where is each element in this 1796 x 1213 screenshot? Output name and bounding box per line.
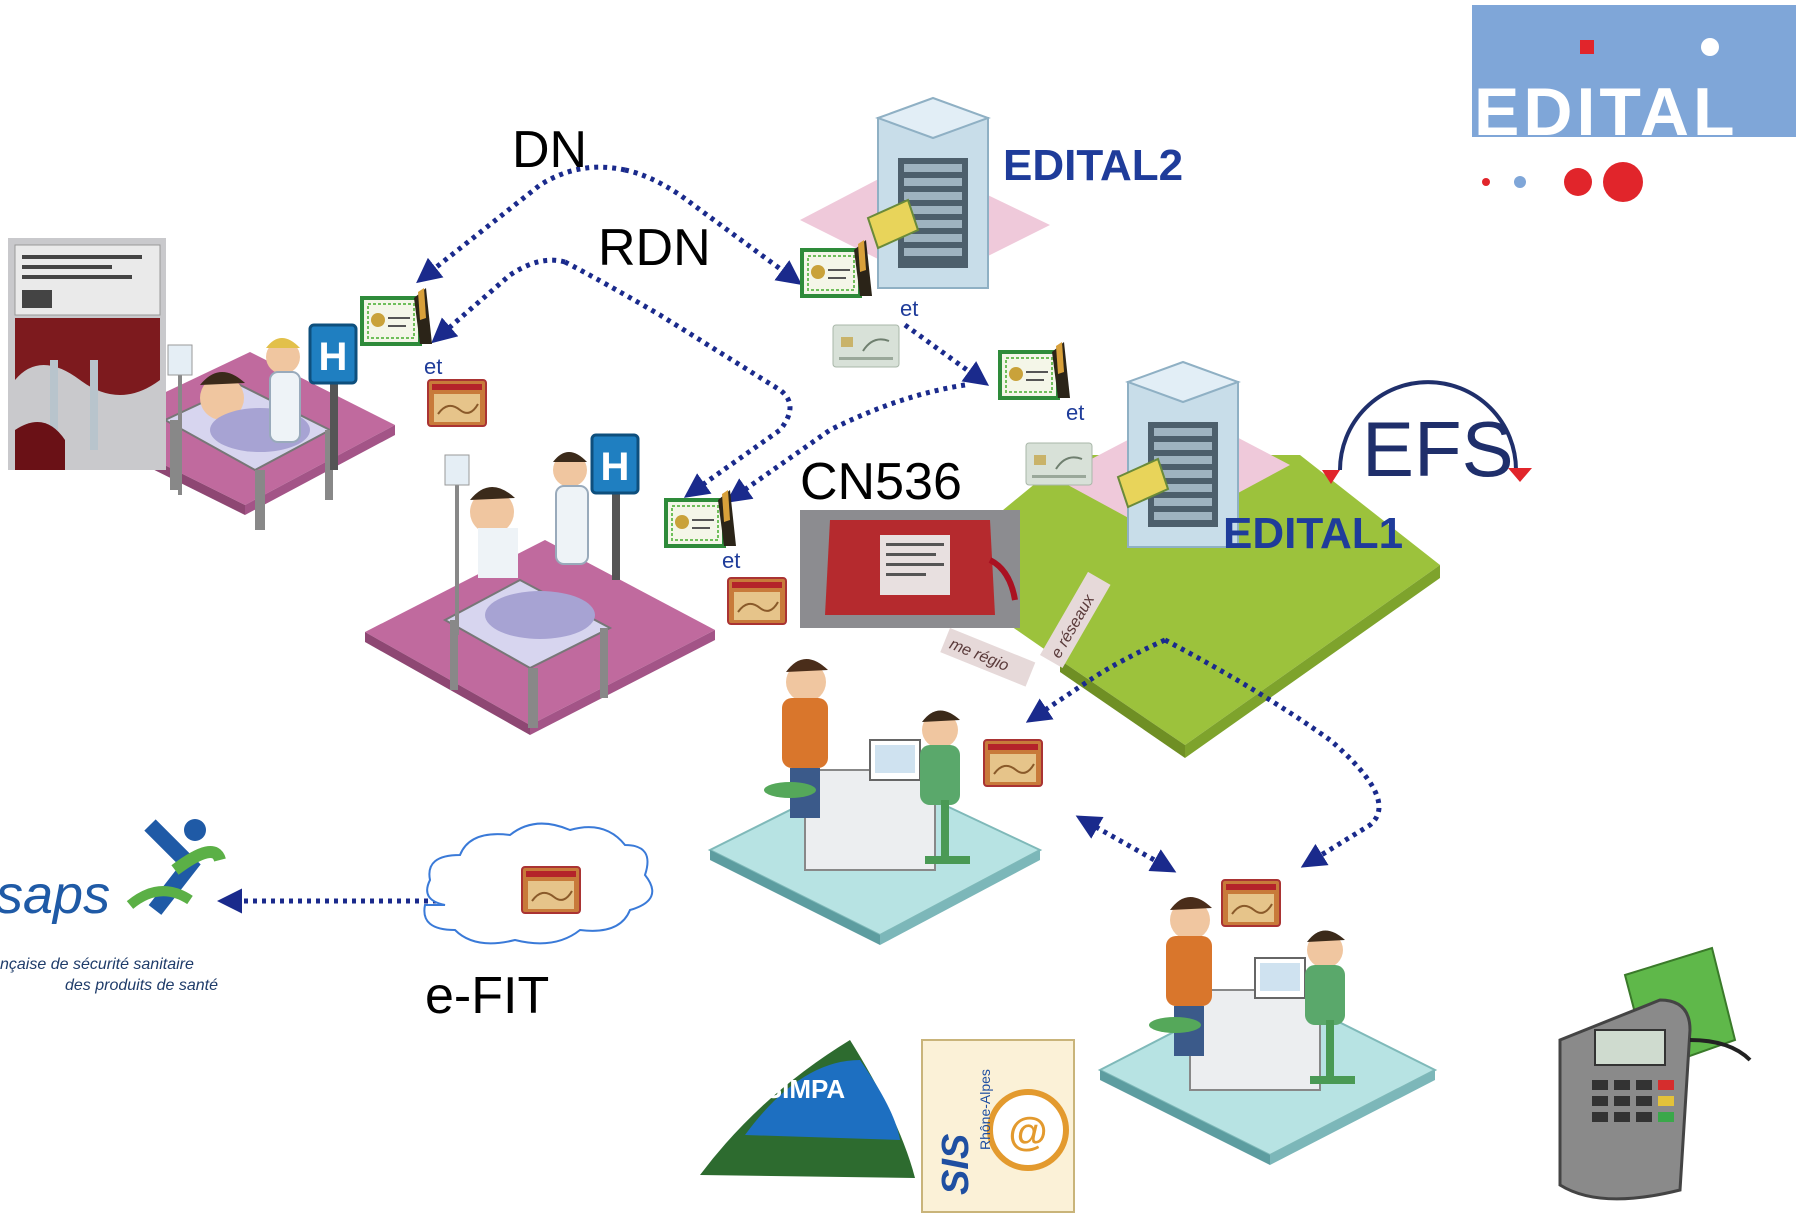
label-dn: DN — [512, 121, 588, 179]
svg-text:H: H — [601, 445, 630, 489]
svg-text:Rhône-Alpes: Rhône-Alpes — [977, 1069, 993, 1150]
arrow-rdn-to-hospital2 — [563, 259, 793, 498]
svg-text:SIS: SIS — [935, 1134, 977, 1195]
hospital-sign-1-icon: H — [308, 323, 358, 470]
arrow-rdn-to-hospital1 — [431, 257, 566, 344]
platform-tag-1: me régio — [940, 628, 1036, 687]
certificate-icon-hospital1 — [360, 286, 434, 346]
label-et-hospital1: et — [424, 354, 443, 379]
certificate-icon-edital1 — [998, 340, 1072, 400]
cps-card-icon-office1 — [983, 739, 1043, 787]
blood-bag-photo-1 — [8, 238, 166, 470]
certificate-icon-hospital2 — [664, 488, 738, 548]
svg-text:SIMPA: SIMPA — [765, 1074, 846, 1104]
arrow-dn-to-hospital1 — [416, 164, 626, 284]
edital-logo: EDITAL — [1472, 5, 1796, 202]
office-scene-1 — [764, 658, 970, 871]
cps-card-icon-efit — [521, 866, 581, 914]
svg-text:@: @ — [1008, 1110, 1047, 1154]
regional-platform — [930, 455, 1440, 745]
svg-text:EDITAL: EDITAL — [1474, 74, 1739, 150]
hospital-sign-2-icon: H — [590, 433, 640, 580]
arrow-office1-office2 — [1075, 815, 1177, 873]
smart-card-icon-edital2 — [832, 324, 900, 368]
afssaps-name: saps — [0, 865, 111, 925]
certificate-icon-edital2 — [800, 238, 874, 298]
label-cn536: CN536 — [800, 453, 962, 511]
arrow-edital1-to-hospital2 — [725, 382, 966, 503]
arrow-green-to-office1 — [1025, 637, 1167, 723]
label-efit: e-FIT — [425, 967, 550, 1025]
server-edital1-icon — [1116, 360, 1241, 548]
hospital-scene-1 — [162, 338, 333, 530]
svg-text:EFS: EFS — [1362, 405, 1514, 493]
arrow-green-to-office2 — [1163, 637, 1382, 868]
label-et-edital1: et — [1066, 400, 1085, 425]
label-et-hospital2: et — [722, 548, 741, 573]
cps-card-icon-office2 — [1221, 879, 1281, 927]
card-reader-icon — [1558, 946, 1752, 1201]
hospital-scene-2 — [442, 452, 613, 728]
label-rdn: RDN — [598, 219, 711, 277]
simpa-logo: SIMPA — [700, 1040, 915, 1178]
blood-bag-photo-2 — [800, 510, 1020, 628]
office-scene-2 — [1149, 896, 1355, 1091]
server-edital2-icon — [866, 96, 991, 289]
sis-logo: @ SIS Rhône-Alpes — [921, 1039, 1075, 1213]
afssaps-tagline-1: nçaise de sécurité sanitaire — [0, 956, 194, 973]
smart-card-icon-edital1 — [1025, 442, 1093, 486]
efs-logo: EFS — [1322, 380, 1532, 493]
cps-card-icon-hospital1 — [427, 379, 487, 427]
label-edital2: EDITAL2 — [1003, 141, 1184, 190]
afssaps-logo — [126, 819, 226, 915]
svg-text:H: H — [319, 335, 348, 379]
cps-card-icon-hospital2 — [727, 577, 787, 625]
afssaps-tagline-2: des produits de santé — [65, 977, 218, 994]
label-et-edital2: et — [900, 296, 919, 321]
flow-arrows — [217, 164, 1382, 914]
arrow-edital2-to-edital1 — [903, 322, 990, 386]
label-edital1: EDITAL1 — [1223, 509, 1404, 558]
